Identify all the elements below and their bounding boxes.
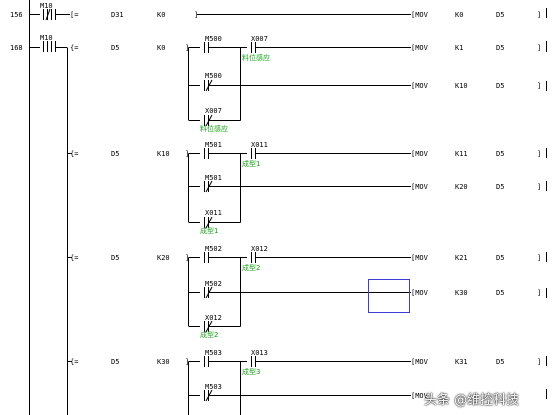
- contact-label: X013: [251, 349, 268, 357]
- compare-operand: K10: [157, 150, 170, 158]
- output-mnemonic: [MOV: [411, 150, 429, 158]
- output-operand: D5: [496, 254, 504, 262]
- output-operand: K21: [455, 254, 468, 262]
- output-operand: D5: [496, 289, 504, 297]
- contact-label: M500: [205, 35, 222, 43]
- contact-label: M502: [205, 245, 222, 253]
- output-mnemonic: [MOV: [411, 289, 429, 297]
- svg-text:]: ]: [537, 183, 541, 191]
- device-comment: 成型2: [200, 330, 218, 339]
- contact-label: M502: [205, 280, 222, 288]
- compare-operand: D5: [111, 358, 119, 366]
- contact-label: M500: [205, 72, 222, 80]
- svg-text:]: ]: [537, 11, 541, 19]
- step-number: 156: [10, 11, 23, 19]
- device-comment: 成型2: [242, 263, 260, 272]
- svg-text:]: ]: [185, 358, 189, 366]
- selection-cursor[interactable]: [368, 279, 410, 313]
- svg-text:]: ]: [537, 254, 541, 262]
- svg-text:]: ]: [537, 289, 541, 297]
- contact-label: X011: [251, 141, 268, 149]
- contact-label: X007: [251, 35, 268, 43]
- output-operand: D5: [496, 358, 504, 366]
- svg-text:]: ]: [185, 254, 189, 262]
- output-operand: K31: [455, 358, 468, 366]
- contact-label: X007: [205, 107, 222, 115]
- compare-op: {=: [70, 254, 78, 262]
- compare-operand: K20: [157, 254, 170, 262]
- compare-operand: K0: [157, 11, 165, 19]
- output-operand: K11: [455, 150, 468, 158]
- output-operand: K0: [455, 11, 463, 19]
- svg-text:]: ]: [185, 44, 189, 52]
- svg-text:]: ]: [185, 150, 189, 158]
- compare-operand: K0: [157, 44, 165, 52]
- device-comment: 成型1: [200, 226, 218, 235]
- output-operand: D5: [496, 82, 504, 90]
- contact-label: M501: [205, 141, 222, 149]
- output-operand: D5: [496, 150, 504, 158]
- compare-brackets: ] ] ] ] ] ]]] ]]] ]]: [185, 11, 541, 366]
- contact-label: X012: [251, 245, 268, 253]
- output-mnemonic: [MOV: [411, 44, 429, 52]
- device-comment: 料位感应: [242, 53, 270, 62]
- contact-label: X011: [205, 209, 222, 217]
- output-operand: D5: [496, 11, 504, 19]
- compare-op: {=: [70, 358, 78, 366]
- compare-operand: D5: [111, 44, 119, 52]
- svg-text:]: ]: [537, 82, 541, 90]
- output-operand: K1: [455, 44, 463, 52]
- contact-label: X012: [205, 314, 222, 322]
- svg-text:]: ]: [537, 358, 541, 366]
- output-operand: K10: [455, 82, 468, 90]
- contact-label: M10: [40, 34, 53, 42]
- compare-operand: K30: [157, 358, 170, 366]
- output-operand: K30: [455, 289, 468, 297]
- output-operand: D5: [496, 183, 504, 191]
- svg-text:]: ]: [537, 44, 541, 52]
- output-mnemonic: [MOV: [411, 254, 429, 262]
- output-mnemonic: [MOV: [411, 11, 429, 19]
- device-comment: 成型1: [242, 159, 260, 168]
- compare-op: [=: [70, 11, 78, 19]
- output-operand: D5: [496, 44, 504, 52]
- contact-label: M501: [205, 174, 222, 182]
- contact-label: M10: [40, 2, 53, 10]
- output-mnemonic: [MOV: [411, 82, 429, 90]
- watermark: 头条 @维控科技: [424, 393, 520, 408]
- output-operand: K20: [455, 183, 468, 191]
- compare-op: {=: [70, 44, 78, 52]
- svg-text:]: ]: [537, 150, 541, 158]
- compare-operand: D5: [111, 254, 119, 262]
- contact-label: M503: [205, 349, 222, 357]
- compare-operand: D5: [111, 150, 119, 158]
- device-comment: 成型3: [242, 367, 260, 376]
- compare-operand: D31: [111, 11, 124, 19]
- compare-op: {=: [70, 150, 78, 158]
- output-mnemonic: [MOV: [411, 183, 429, 191]
- contact-label: M503: [205, 383, 222, 391]
- output-mnemonic: [MOV: [411, 392, 429, 400]
- svg-text:]: ]: [194, 11, 198, 19]
- output-mnemonic: [MOV: [411, 358, 429, 366]
- device-comment: 料位感应: [200, 124, 228, 133]
- step-number: 168: [10, 44, 23, 52]
